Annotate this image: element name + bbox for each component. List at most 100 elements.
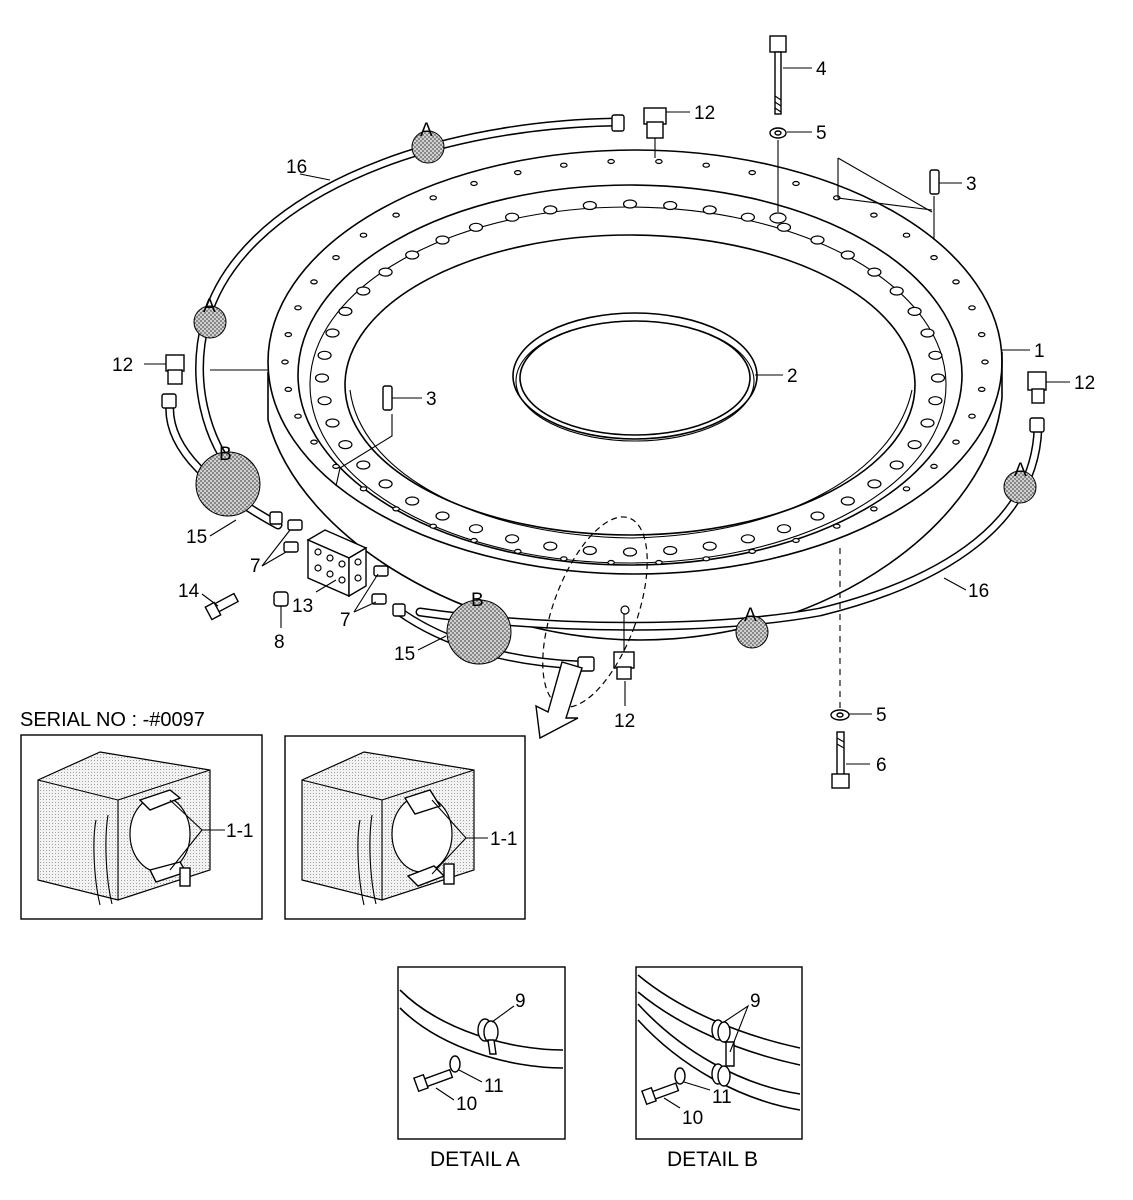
inner-bolt-hole [504,212,520,222]
outer-bolt-hole [792,180,800,187]
inner-bolt-hole [776,222,792,232]
inner-bolt-hole [317,396,332,406]
serial-number-label: SERIAL NO : -#0097 [20,709,205,731]
inner-bolt-hole [468,524,484,534]
callout-12-top: 12 [694,103,715,124]
callout-10-a: 10 [456,1094,477,1115]
inner-bolt-hole [435,235,450,245]
inner-bolt-hole [930,373,946,383]
inner-bolt-holes [314,199,946,557]
detail-a-panel: 9 11 10 [397,966,566,1140]
inner-bolt-hole [338,306,353,316]
callout-3-right: 3 [966,174,977,195]
detail-markers: A A A A B B [193,120,1037,665]
detail-b-pipes [637,974,801,1111]
inner-bolt-hole [776,524,792,534]
inner-bolt-hole [338,440,353,450]
outer-bolt-hole [952,439,960,445]
callout-2: 2 [787,366,798,387]
outer-bolt-hole [952,279,960,285]
inner-bolt-hole [543,541,558,551]
inner-bolt-hole [405,496,420,506]
outer-bolt-hole [281,359,289,365]
outer-bolt-hole [748,548,757,555]
detail-b-bolt-10 [641,1082,680,1106]
detail-a-pipe [399,989,564,1069]
outer-bolt-hole [513,170,522,176]
block-illustration-2 [301,751,475,906]
pin-3-right [929,169,940,240]
elbow-fitting-bottom [613,605,635,680]
inner-bolt-hole [314,373,330,383]
outer-bolt-hole [470,537,478,544]
callout-16-top: 16 [286,157,307,178]
inner-bolt-hole [920,418,935,428]
inner-bolt-hole [582,200,597,211]
section-callout-ellipse [535,516,648,740]
marker-a-top: A [420,120,433,141]
outer-bolt-hole [559,162,568,168]
block-illustration-1 [37,751,211,906]
outer-bolt-hole [930,255,938,261]
inner-bolt-hole [622,199,638,209]
inner-bolt-hole [317,350,332,360]
outer-bolt-hole [429,523,438,529]
inner-bolt-hole [325,418,340,428]
inner-bolt-hole [867,267,882,277]
washer-5-top [769,127,787,224]
inner-bolt-hole [622,547,638,557]
elbow-fitting-left [165,354,185,385]
inner-bolt-hole [468,222,484,232]
inset-before-serial: 1-1 [20,734,263,920]
callout-numbers: 4 5 3 12 16 1 2 3 12 12 15 7 14 13 8 7 1… [112,59,1095,776]
connectors-7 [283,519,389,605]
inner-bolt-hole [740,212,756,222]
inner-bolt-hole [356,286,371,296]
inner-bolt-hole [907,306,922,316]
callout-9-b: 9 [750,991,761,1012]
outer-bolt-hole [748,170,757,176]
outer-bolt-hole [332,463,340,469]
outer-bolt-holes [281,158,989,566]
bearing-ring-1 [267,149,1003,641]
detail-b-caption: DETAIL B [667,1148,758,1171]
detail-b-washer-11 [674,1067,686,1085]
grease-pipes-16 [195,117,1043,631]
inner-bolt-hole [867,479,882,489]
outer-bolt-hole [294,305,302,311]
outer-bolt-hole [359,232,368,238]
detail-b-panel: 9 11 10 [635,966,803,1140]
detail-a-bolt-10 [413,1068,454,1093]
inner-bolt-hole [702,541,717,551]
inner-bolt-hole [810,511,825,521]
inner-bolt-hole [504,534,520,544]
elbow-fitting-top [643,107,667,158]
outer-bolt-hole [977,332,986,338]
callout-15-left: 15 [186,527,207,548]
outer-bolt-hole [607,559,615,566]
inner-bolt-hole [435,511,450,521]
outer-bolt-hole [792,537,800,544]
inner-bolt-hole [378,479,393,489]
callout-16-right: 16 [968,581,989,602]
bolt-6 [831,731,850,789]
outer-bolt-hole [968,305,976,311]
outer-bolt-hole [870,506,878,512]
outer-bolt-hole [968,413,976,419]
outer-bolt-hole [655,559,663,566]
outer-bolt-hole [655,158,663,165]
callout-1-1-right: 1-1 [490,829,517,850]
callout-5-bottom: 5 [876,705,887,726]
inner-bolt-hole [325,328,340,338]
distribution-block-13 [306,529,368,598]
outer-bolt-hole [702,556,711,562]
callout-1: 1 [1034,341,1045,362]
outer-bolt-hole [284,386,293,392]
plug-8 [273,591,289,628]
outer-bolt-hole [429,195,438,201]
outer-bolt-hole [559,556,568,562]
outer-bolt-hole [702,162,711,168]
pipe-fittings [161,114,1045,672]
callout-7-left: 7 [250,556,261,577]
callout-1-1-left: 1-1 [226,821,253,842]
